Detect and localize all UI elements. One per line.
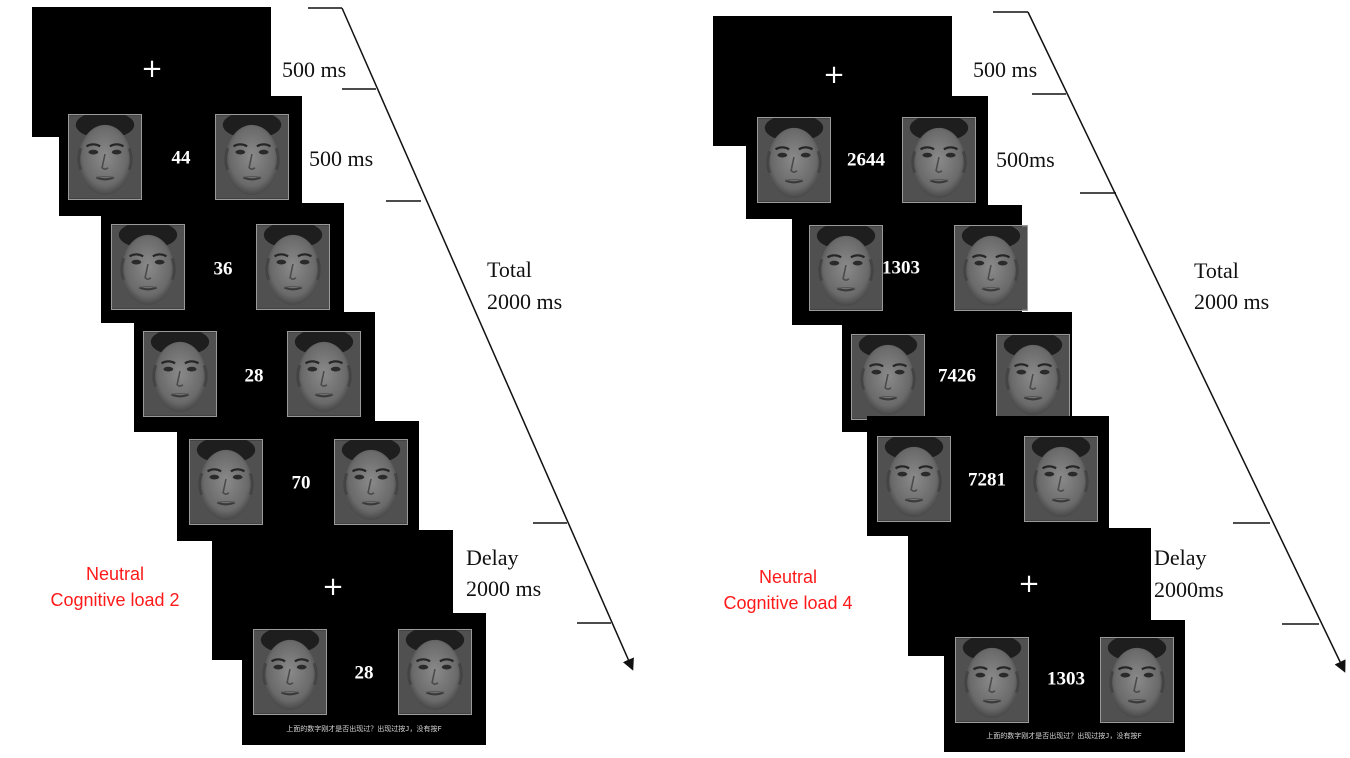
face-image (954, 225, 1028, 311)
stimulus-screen: 1303 (792, 205, 1028, 325)
condition-load: Cognitive load 4 (723, 593, 853, 613)
delay-duration-label: 2000ms (1154, 577, 1224, 602)
digit-stimulus: 1303 (882, 257, 920, 279)
probe-screen: 1303 上面的数字刚才是否出现过？出现过按J，没有按F (944, 620, 1185, 752)
delay-label: Delay (466, 545, 519, 570)
condition-emotion: Neutral (85, 564, 145, 584)
face-image (398, 629, 472, 715)
condition-label: Neutral Cognitive load 2 (15, 561, 215, 613)
condition-emotion: Neutral (758, 567, 818, 587)
total-label: Total (1194, 258, 1239, 283)
face-image (996, 334, 1070, 420)
digit-stimulus: 7426 (938, 365, 976, 387)
stimulus-screen: 44 (59, 96, 302, 216)
total-label: Total (487, 257, 532, 282)
trial-sequence-load-4: + 2644 (680, 0, 1350, 758)
face-image (256, 224, 330, 310)
face-image (809, 225, 883, 311)
face-image (877, 436, 951, 522)
probe-digit: 28 (354, 662, 374, 684)
digit-stimulus: 70 (291, 472, 311, 494)
stimulus-duration-label: 500ms (996, 147, 1055, 172)
condition-load: Cognitive load 2 (50, 590, 180, 610)
delay-label: Delay (1154, 545, 1207, 570)
total-duration-label: 2000 ms (1194, 289, 1270, 314)
digit-stimulus: 44 (171, 147, 191, 169)
face-image (757, 117, 831, 203)
face-image (253, 629, 327, 715)
stimulus-screen: 7281 (867, 416, 1109, 536)
fixation-duration-label: 500 ms (282, 57, 347, 82)
face-image (111, 224, 185, 310)
face-image (1024, 436, 1098, 522)
condition-label: Neutral Cognitive load 4 (688, 564, 888, 616)
response-prompt: 上面的数字刚才是否出现过？出现过按J，没有按F (986, 732, 1142, 740)
delay-duration-label: 2000 ms (466, 576, 542, 601)
digit-stimulus: 36 (213, 258, 233, 280)
face-image (143, 331, 217, 417)
timeline-arrow (993, 11, 1346, 673)
stimulus-screen: 36 (101, 203, 344, 323)
probe-screen: 28 上面的数字刚才是否出现过？出现过按J，没有按F (242, 613, 486, 745)
total-duration-label: 2000 ms (487, 289, 563, 314)
face-image (1100, 637, 1174, 723)
face-image (68, 114, 142, 200)
digit-stimulus: 2644 (847, 149, 885, 171)
face-image (189, 439, 263, 525)
stimulus-screen: 70 (177, 421, 419, 541)
stimulus-duration-label: 500 ms (309, 146, 374, 171)
fixation-duration-label: 500 ms (973, 57, 1038, 82)
response-prompt: 上面的数字刚才是否出现过？出现过按J，没有按F (286, 725, 442, 733)
stimulus-screen: 7426 (842, 312, 1072, 432)
face-image (955, 637, 1029, 723)
face-image (902, 117, 976, 203)
stimulus-screen: 28 (134, 312, 375, 432)
trial-sequence-load-2: + 44 (15, 7, 634, 745)
face-image (215, 114, 289, 200)
digit-stimulus: 28 (244, 365, 264, 387)
fixation-cross: + (823, 60, 845, 90)
fixation-cross: + (1018, 569, 1040, 599)
probe-digit: 1303 (1047, 668, 1085, 690)
face-image (851, 334, 925, 420)
digit-stimulus: 7281 (968, 469, 1006, 491)
face-image (334, 439, 408, 525)
stimulus-screen: 2644 (746, 96, 988, 219)
fixation-cross: + (322, 572, 344, 602)
fixation-cross: + (141, 54, 163, 84)
timeline-arrow (308, 7, 634, 671)
face-image (287, 331, 361, 417)
